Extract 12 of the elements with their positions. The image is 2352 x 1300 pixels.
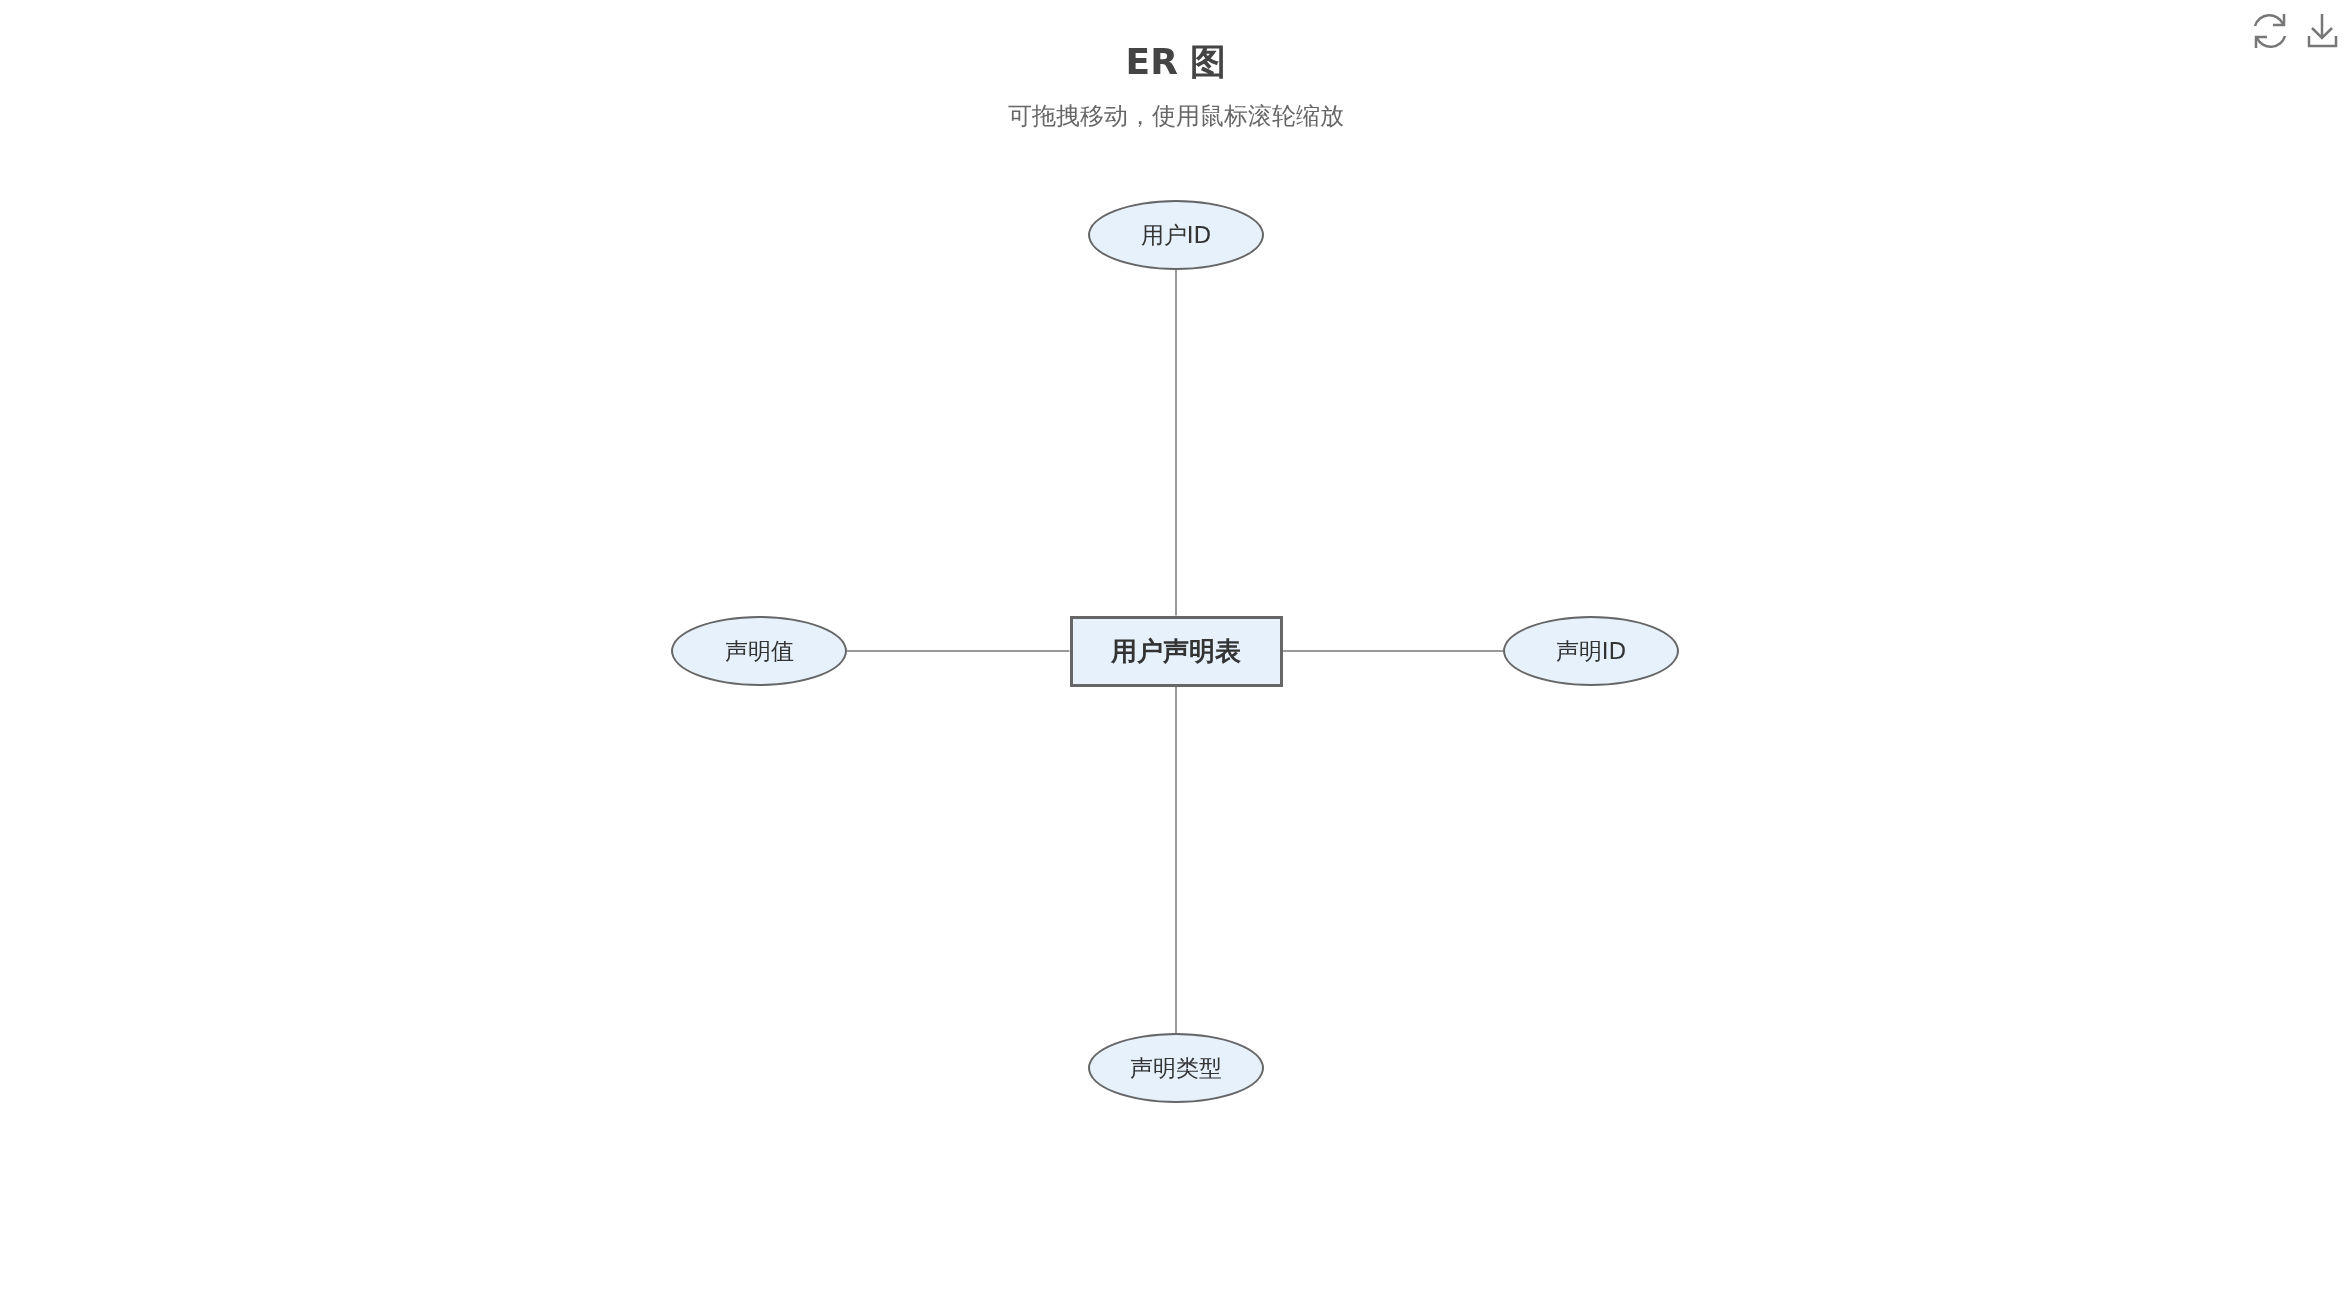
connector-line: [1175, 685, 1177, 1034]
node-label: 声明ID: [1555, 636, 1627, 666]
connector-line: [846, 650, 1071, 652]
subtitle-note: 可拖拽移动，使用鼠标滚轮缩放: [1008, 101, 1344, 132]
connector-line: [1281, 650, 1504, 652]
node-label: 声明值: [724, 636, 794, 666]
node-label: 用户声明表: [1111, 634, 1241, 668]
connector-line: [1175, 269, 1177, 617]
node-label: 声明类型: [1130, 1053, 1222, 1083]
node-label: 用户ID: [1140, 220, 1212, 250]
entity-box: [1069, 615, 1283, 687]
diagram-title: ER 图: [1125, 40, 1227, 84]
